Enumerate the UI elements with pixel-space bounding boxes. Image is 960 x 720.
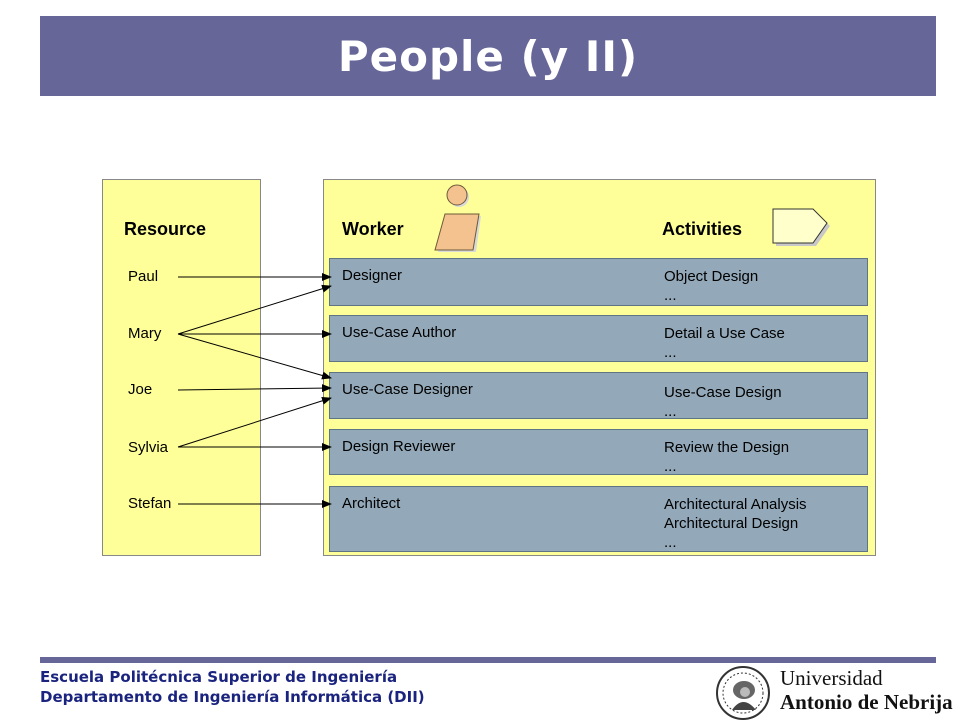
worker-row: Architect Architectural Analysis Archite… <box>329 486 868 552</box>
resource-name: Joe <box>128 381 153 398</box>
resource-header: Resource <box>124 219 207 239</box>
worker-name: Use-Case Designer <box>342 381 473 398</box>
resource-name: Mary <box>128 325 162 342</box>
activity-item: Review the Design <box>664 439 790 456</box>
title-bar: People (y II) <box>40 16 936 96</box>
footer-divider <box>40 657 936 663</box>
assignment-arrow <box>177 284 332 335</box>
assignment-arrow <box>177 333 332 380</box>
university-seal-icon <box>716 666 770 720</box>
assignment-arrow <box>177 384 332 393</box>
logo-line-1: Universidad <box>780 666 883 690</box>
worker-row: Designer Object Design ... <box>329 258 868 306</box>
activity-item: Object Design <box>664 268 759 285</box>
logo-line-2: Antonio de Nebrija <box>780 690 953 714</box>
activity-item: ... <box>664 287 677 304</box>
worker-row: Use-Case Author Detail a Use Case ... <box>329 315 868 362</box>
activity-item: Architectural Design <box>664 515 799 532</box>
worker-name: Designer <box>342 267 403 284</box>
activity-item: Detail a Use Case <box>664 325 785 342</box>
worker-icon <box>434 184 481 252</box>
activity-item: Use-Case Design <box>664 384 782 401</box>
activity-icon <box>772 208 830 246</box>
worker-name: Design Reviewer <box>342 438 456 455</box>
activity-item: Architectural Analysis <box>664 496 807 513</box>
page-title: People (y II) <box>337 31 639 81</box>
activity-list: Object Design ... <box>664 267 758 305</box>
activity-item: ... <box>664 403 677 420</box>
resource-name: Sylvia <box>128 439 169 456</box>
resource-name: Paul <box>128 268 159 285</box>
resource-panel <box>102 179 261 556</box>
activity-item: ... <box>664 534 677 551</box>
activity-item: ... <box>664 344 677 361</box>
worker-header: Worker <box>342 219 404 239</box>
worker-name: Architect <box>342 495 401 512</box>
footer: Escuela Politécnica Superior de Ingenier… <box>40 667 425 707</box>
activity-list: Detail a Use Case ... <box>664 324 785 362</box>
activities-header: Activities <box>662 219 743 239</box>
university-logo: Universidad Antonio de Nebrija <box>780 666 953 714</box>
worker-name: Use-Case Author <box>342 324 457 341</box>
resource-name: Stefan <box>128 495 172 512</box>
activity-item: ... <box>664 458 677 475</box>
assignment-arrow <box>177 396 332 448</box>
worker-row: Use-Case Designer Use-Case Design ... <box>329 372 868 421</box>
activity-list: Architectural Analysis Architectural Des… <box>664 495 807 552</box>
activity-list: Use-Case Design ... <box>664 383 782 421</box>
activity-list: Review the Design ... <box>664 438 789 476</box>
footer-school: Escuela Politécnica Superior de Ingenier… <box>40 668 398 686</box>
worker-row: Design Reviewer Review the Design ... <box>329 429 868 475</box>
footer-department: Departamento de Ingeniería Informática (… <box>40 688 425 706</box>
